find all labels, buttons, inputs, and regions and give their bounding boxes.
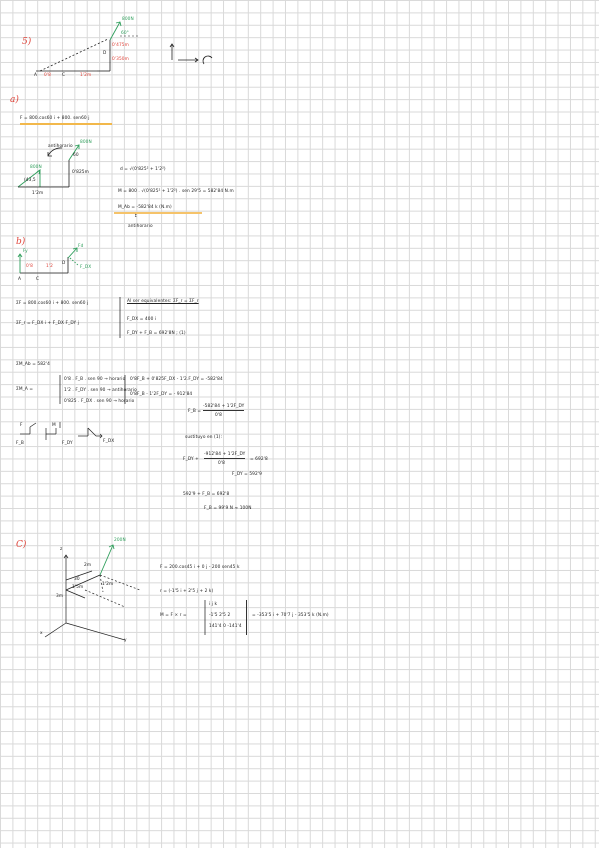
- part-b-r1b: -912'84 + 1'2F_DY: [204, 452, 246, 459]
- part-b-side1: Al ser equivalentes: ΣF_r = ΣF_r: [127, 299, 199, 304]
- part-b-sum2: ΣF_r = F_DX i + F_DX F_DY j: [16, 321, 80, 326]
- fig1-h2: 0'350m: [112, 57, 129, 62]
- mini-sketch-m: M: [52, 423, 56, 428]
- part-b-sys1: 0'8 . F_B . sen 90 → horario: [64, 377, 126, 382]
- part-b-c: C: [36, 277, 40, 282]
- part-a-m-vec: M_Ab = -582'84 k (N.m): [118, 205, 172, 210]
- part-c-3m: 3m: [56, 594, 64, 599]
- part-b-a: A: [18, 277, 22, 282]
- part-b-fd: Fd: [78, 244, 84, 249]
- part-c-y: y: [124, 638, 127, 643]
- part-a-angle60: 60: [73, 153, 79, 158]
- part-a-left-force: 800N: [30, 165, 42, 170]
- part-c-force: 200N: [114, 538, 126, 543]
- part-b-sub: sustituyo en (1):: [185, 435, 222, 440]
- part-a-height: 0'825m: [72, 170, 89, 175]
- fig1-a: A: [34, 73, 38, 78]
- mini-sketch-fdx: F_DX: [103, 439, 115, 444]
- part-c-det-r1: i j k: [209, 602, 218, 607]
- part-a-eq1: F = 800.cos60 i + 800. sen60 j: [20, 116, 90, 121]
- part-c-det-r3: 141'4 0 -141'4: [209, 624, 242, 629]
- part-b-sys3: 0'825 . F_DX . sen 90 → horario: [64, 399, 135, 404]
- part-c-4m: 1'5m: [72, 585, 84, 590]
- part-b-res3b: -582'84 + 1'2F_DY: [203, 404, 245, 411]
- part-b-r1c: 0'8: [218, 461, 225, 466]
- part-c-m-lhs: M = F × r =: [160, 613, 187, 618]
- fig1-d: D: [103, 51, 107, 56]
- part-b-res2: 0'8F_B - 1'2F_DY = - 912'84: [130, 392, 193, 397]
- part-b-side3: F_DY + F_B = 692'8N ; (1): [127, 331, 186, 336]
- part-c-30: 30: [74, 577, 80, 582]
- part-a-m-eq: M = 800 . √(0'825² + 1'2²) . sen 29'5 = …: [118, 189, 234, 194]
- part-b-sys-label: ΣM_A =: [16, 387, 34, 392]
- mini-sketch-fdy: F_DY: [62, 441, 73, 446]
- part-c-m-rhs: = -353'5 i + 70'7 j - 353'5 k (N.m): [252, 613, 329, 618]
- part-b-r2: F_DY = 592'9: [232, 472, 262, 477]
- part-b-res3c: 0'8: [215, 413, 222, 418]
- section-label-c: C): [16, 540, 27, 550]
- fig1-c: C: [62, 73, 66, 78]
- part-c-r-eq: r = (-1'5 i + 2'5 j + 2 k): [160, 589, 214, 594]
- part-a-force: 800N: [80, 140, 92, 145]
- fig1-cd: 1'2m: [80, 73, 92, 78]
- fig1-force: 800N: [122, 17, 134, 22]
- part-b-fy: Fy: [23, 249, 28, 254]
- part-a-d-eq: d = √(0'825² + 1'2²): [120, 167, 166, 172]
- part-c-y2: 1'2m: [102, 582, 114, 587]
- part-b-mom: ΣM_Ab = 582'4: [16, 362, 50, 367]
- mini-sketch-fb: F_B: [16, 441, 24, 446]
- part-b-bc: 1'2: [46, 264, 53, 269]
- part-b-res1: 0'8F_B + 0'825F_DX - 1'2.F_DY = -582'84: [130, 377, 223, 382]
- section-label-a: a): [10, 95, 19, 105]
- part-b-d: D: [62, 261, 66, 266]
- part-b-sys2: 1'2 . F_DY . sen 90 → antihorario: [64, 388, 137, 393]
- part-b-fdx: F_DX: [80, 265, 92, 270]
- part-a-antihor: antihorario: [128, 224, 153, 229]
- part-c-f-eq: F = 200.cos45 i + 0 j - 200 sen45 k: [160, 565, 240, 570]
- part-c-z: z: [60, 547, 63, 552]
- part-b-ab: 0'8: [26, 264, 33, 269]
- part-b-res3a: F_B =: [188, 409, 202, 414]
- section-label-b: b): [16, 237, 26, 247]
- part-c-det-r2: -1'5 2'5 2: [209, 613, 231, 618]
- fig1-angle: 60°: [121, 31, 129, 36]
- part-b-r3: 592'9 + F_B = 692'8: [183, 492, 230, 497]
- part-a-arrow: ↕: [134, 214, 138, 219]
- part-c-x: x: [40, 631, 43, 636]
- part-c-det-bar: [246, 600, 247, 635]
- part-b-side2: F_DX = 400 i: [127, 317, 157, 322]
- part-b-r1a: F_DY +: [183, 457, 199, 462]
- mini-sketch-f: F: [20, 423, 23, 428]
- part-b-r1d: = 692'8: [250, 457, 268, 462]
- part-a-antihor-fig: antihorario: [48, 144, 73, 149]
- part-c-2m: 2m: [84, 563, 92, 568]
- part-a-left-angle: (43,5: [24, 178, 36, 183]
- section-label-5: 5): [22, 37, 32, 47]
- fig1-h1: 0'475m: [112, 43, 129, 48]
- part-b-r4: F_B = 99'9 N ≈ 100N: [204, 506, 252, 511]
- part-b-sum1: ΣF = 800.cos60 i + 800. sen60 j: [16, 301, 89, 306]
- part-a-width: 1'2m: [32, 191, 44, 196]
- fig1-ab: 0'8: [44, 73, 51, 78]
